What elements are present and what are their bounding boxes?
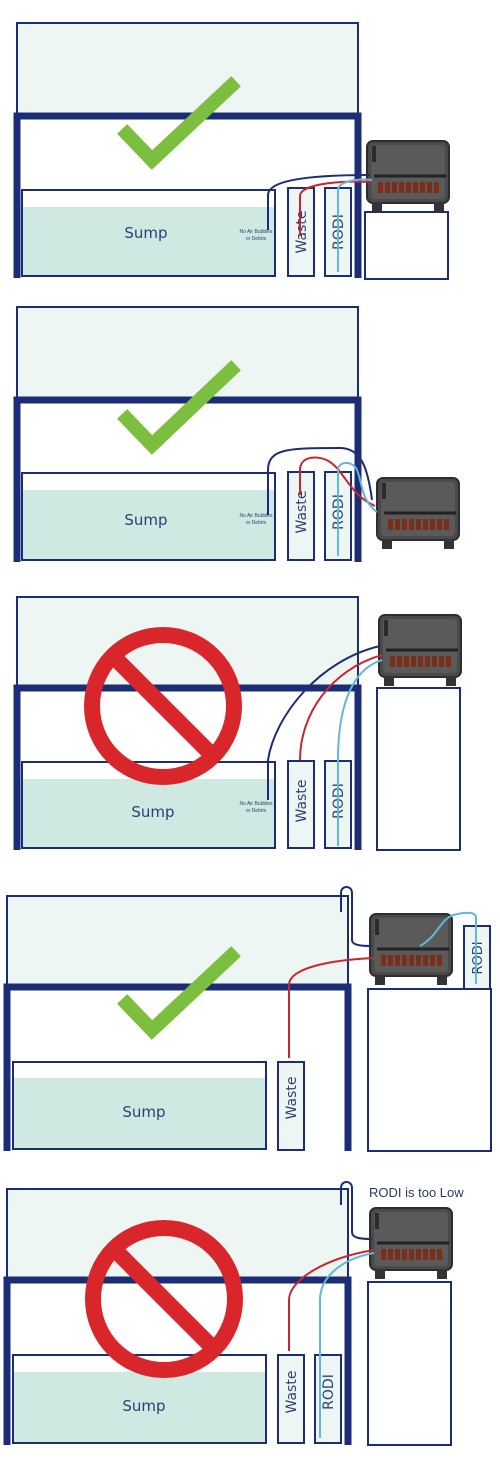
- waste-container: [277, 1354, 305, 1444]
- waste-tube: [299, 180, 373, 236]
- display-tank: [6, 895, 349, 988]
- no-air-label-line2: or Debris: [246, 808, 267, 814]
- panel-1: Sump No Air Bubbles or Debris Waste RODI: [13, 22, 450, 280]
- stand-frame: [13, 112, 362, 278]
- display-tank: [16, 22, 359, 117]
- panel-3: Sump No Air Bubbles or Debris Waste RODI: [13, 596, 462, 851]
- sump-label: Sump: [122, 1103, 165, 1121]
- sump-label: Sump: [124, 224, 167, 242]
- panel-5: Sump Waste RODI RODI is too Low: [3, 1181, 464, 1446]
- ato-device-icon: [366, 140, 450, 214]
- device-stand: [364, 211, 449, 280]
- ato-device-icon: [378, 614, 462, 688]
- ato-device-icon: [376, 477, 460, 551]
- rodi-tube: [319, 1252, 375, 1438]
- sump-water: [14, 1372, 265, 1442]
- ato-device-icon: [369, 913, 453, 987]
- display-tank: [16, 306, 359, 401]
- rodi-tube: [337, 178, 373, 272]
- waste-tube: [299, 654, 383, 761]
- panel-2: Sump No Air Bubbles or Debris Waste RODI: [13, 306, 460, 562]
- stand-frame: [13, 684, 362, 850]
- no-air-label-line1: No Air Bubbles: [239, 801, 273, 807]
- checkmark-icon: [117, 76, 241, 170]
- rodi-tube: [419, 911, 477, 984]
- prohibited-icon: [85, 1220, 243, 1378]
- checkmark-icon: [117, 360, 241, 455]
- waste-label: Waste: [294, 211, 310, 254]
- waste-label: Waste: [284, 1077, 300, 1120]
- sump-label: Sump: [122, 1397, 165, 1415]
- device-stand: [367, 1281, 452, 1446]
- sump-water: [23, 779, 274, 847]
- no-air-label-line1: No Air Bubbles: [239, 513, 273, 519]
- rodi-tube: [337, 659, 383, 846]
- device-stand: [367, 988, 492, 1152]
- sump-water: [23, 207, 274, 275]
- sensor-tube: [340, 886, 373, 947]
- waste-tube: [299, 456, 376, 507]
- waste-container: [277, 1061, 305, 1151]
- rodi-label: RODI: [471, 941, 486, 974]
- stand-frame: [3, 1276, 352, 1445]
- sensor-tube: [267, 174, 371, 230]
- sensor-tube: [340, 1181, 373, 1240]
- panel-4: Sump Waste RODI: [3, 886, 492, 1152]
- ato-device-icon: [369, 1207, 453, 1281]
- waste-label: Waste: [294, 780, 310, 823]
- stand-frame: [3, 983, 352, 1151]
- device-stand: [376, 687, 461, 851]
- prohibited-icon: [84, 627, 242, 785]
- sump-label: Sump: [124, 511, 167, 529]
- waste-label: Waste: [294, 491, 310, 534]
- waste-tube: [288, 1249, 375, 1351]
- no-air-label-line2: or Debris: [246, 236, 267, 242]
- waste-label: Waste: [284, 1371, 300, 1414]
- sensor-tube: [267, 446, 373, 515]
- sump-label: Sump: [131, 803, 174, 821]
- checkmark-icon: [117, 946, 241, 1040]
- waste-container: [287, 760, 315, 849]
- no-air-label-line1: No Air Bubbles: [239, 229, 273, 235]
- sump-water: [23, 490, 274, 559]
- rodi-label: RODI: [321, 1374, 337, 1410]
- waste-tube: [288, 957, 375, 1058]
- stand-frame: [13, 396, 362, 562]
- sump-water: [14, 1078, 265, 1148]
- sensor-tube: [267, 645, 381, 800]
- no-air-label-line2: or Debris: [246, 520, 267, 526]
- rodi-tube: [337, 462, 378, 556]
- rodi-too-low-note: RODI is too Low: [369, 1185, 464, 1200]
